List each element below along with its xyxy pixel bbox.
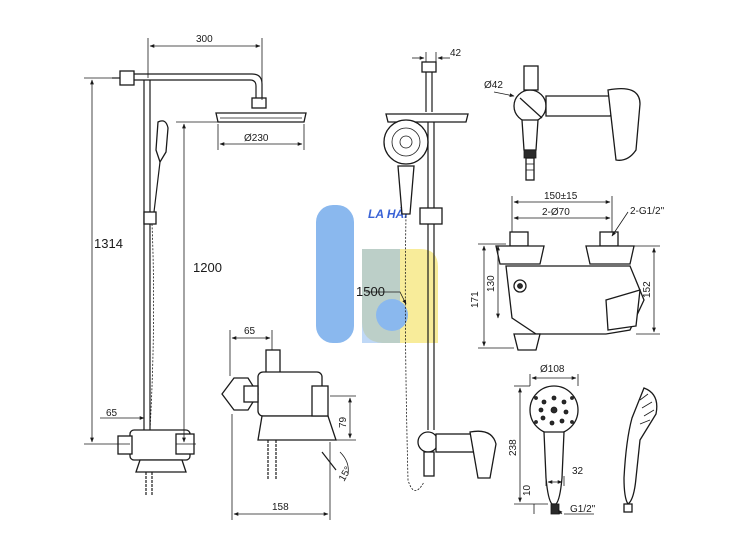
hand-shower-left xyxy=(155,120,169,164)
logo-blue-bar xyxy=(316,205,354,343)
shower-column-front-view: 300 1314 1200 65 Ø230 xyxy=(84,34,307,496)
mixer-lever-front xyxy=(605,289,641,331)
la-hai-logo: LA HẢI xyxy=(316,205,438,343)
slide-holder-side xyxy=(419,207,443,225)
dim-238: 238 xyxy=(508,439,519,456)
slide-holder xyxy=(143,211,157,225)
hand-shower-handle xyxy=(543,431,565,505)
dim-65-mid: 65 xyxy=(244,326,256,337)
dim-150-15: 150±15 xyxy=(544,191,578,202)
dim-42: 42 xyxy=(450,48,462,59)
dim-10: 10 xyxy=(522,484,533,496)
dim-g12-bottom: G1/2" xyxy=(570,504,596,515)
dim-300: 300 xyxy=(196,34,213,45)
dim-42-diameter: Ø42 xyxy=(484,80,503,91)
hand-shower-face xyxy=(383,119,429,165)
dim-65-left: 65 xyxy=(106,408,118,419)
dim-79: 79 xyxy=(338,416,349,428)
shower-column-side-view: 42 1500 xyxy=(356,48,497,491)
dim-108: Ø108 xyxy=(540,364,565,375)
dim-158: 158 xyxy=(272,502,289,513)
dim-130: 130 xyxy=(486,275,497,292)
mixer-side-view: 65 79 15° 158 xyxy=(221,326,356,520)
hose-left xyxy=(149,223,154,431)
dim-15-degree: 15° xyxy=(337,465,354,484)
dim-171: 171 xyxy=(470,291,481,308)
hose-side xyxy=(404,215,425,491)
logo-text: LA HẢI xyxy=(368,206,408,221)
dim-2-70: 2-Ø70 xyxy=(542,207,570,218)
logo-circle xyxy=(376,299,408,331)
overhead-shower-head xyxy=(215,112,307,123)
spray-holes xyxy=(534,395,574,426)
dim-2-g12: 2-G1/2" xyxy=(630,206,665,217)
eccentric-right xyxy=(585,245,635,265)
dim-32: 32 xyxy=(572,466,584,477)
mixer-lever-center xyxy=(469,430,497,479)
hand-shower-profile xyxy=(623,387,658,505)
mixer-front-view: 150±15 2-Ø70 2-G1/2" 171 130 152 xyxy=(470,191,665,351)
dim-1500: 1500 xyxy=(356,284,385,299)
dim-1200: 1200 xyxy=(193,260,222,275)
mixer-top-lever xyxy=(607,87,641,161)
mixer-top-view: Ø42 xyxy=(484,65,641,181)
wall-bracket xyxy=(119,70,135,86)
dim-1314: 1314 xyxy=(94,236,123,251)
dim-152: 152 xyxy=(642,281,653,298)
hand-shower-detail: Ø108 238 10 32 G1/2" xyxy=(508,364,658,515)
eccentric-left xyxy=(495,245,545,265)
dim-230: Ø230 xyxy=(244,133,269,144)
